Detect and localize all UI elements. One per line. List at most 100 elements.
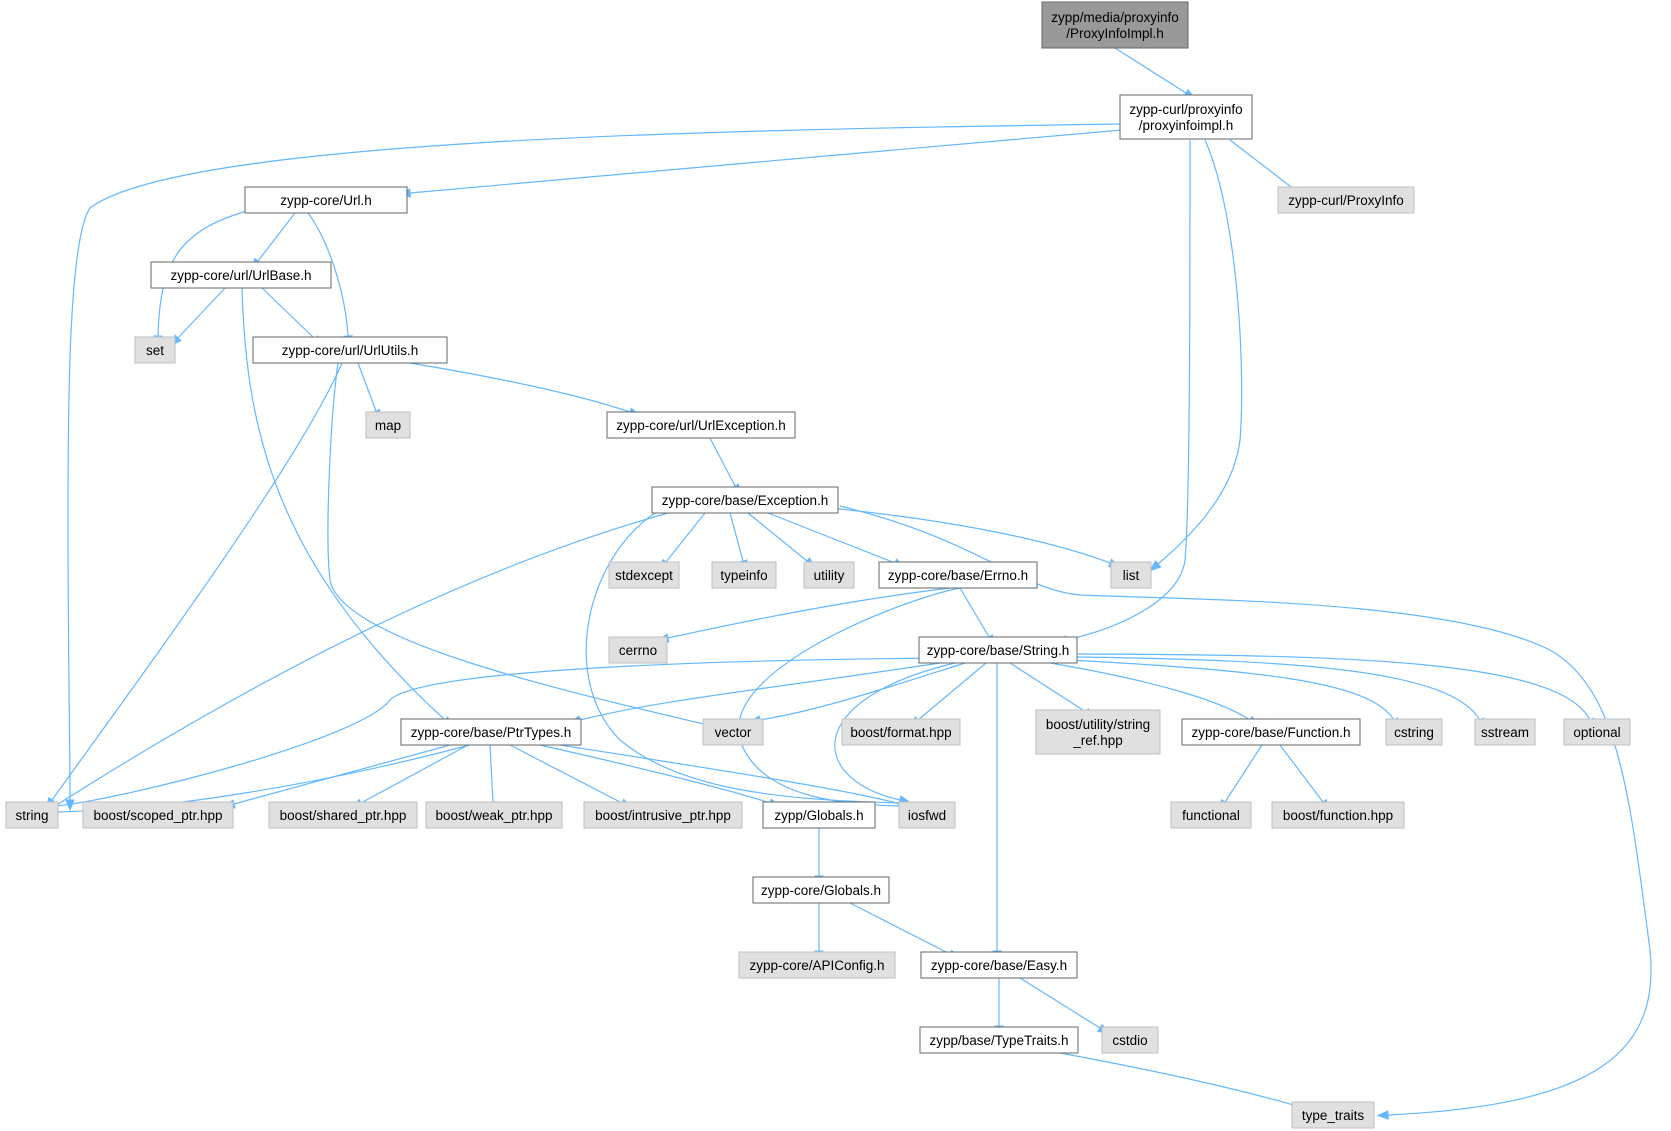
edge-errno_h-to-cerrno [656,587,951,643]
node-label: type_traits [1302,1108,1365,1123]
node-box [651,486,839,514]
node-box [711,561,777,589]
node-box [878,561,1038,589]
node-box [150,261,332,289]
node-label: zypp-core/base/Errno.h [888,568,1028,583]
node-label: typeinfo [720,568,767,583]
node-box [268,801,418,829]
edge-exception_h-to-type_traits [839,505,1652,1120]
node-core_globals_h[interactable]: zypp-core/Globals.h [752,876,890,904]
node-box [1119,94,1253,140]
node-box [918,636,1078,664]
edge-line [747,512,808,562]
node-label: iosfwd [908,808,946,823]
node-label: cstring [1394,725,1434,740]
edge-line [1114,47,1187,94]
node-boost_string_ref: boost/utility/string_ref.hpp [1035,709,1161,755]
edge-line [829,507,1111,564]
node-label: zypp-core/base/Exception.h [662,493,829,508]
node-functional: functional [1170,801,1252,829]
edge-line [257,212,296,262]
node-exception_h[interactable]: zypp-core/base/Exception.h [651,486,839,514]
node-boost_format: boost/format.hpp [841,718,961,746]
node-label: boost/intrusive_ptr.hpp [595,808,731,823]
node-box [1291,1101,1375,1129]
node-string_h[interactable]: zypp-core/base/String.h [918,636,1078,664]
node-type_traits: type_traits [1291,1101,1375,1129]
node-easy_h[interactable]: zypp-core/base/Easy.h [920,951,1078,979]
node-zypp_globals_h[interactable]: zypp/Globals.h [762,801,876,829]
node-box [803,561,855,589]
node-label: zypp/media/proxyinfo [1051,10,1179,25]
node-stdexcept: stdexcept [608,561,680,589]
node-box [365,411,411,439]
node-cstring: cstring [1385,718,1443,746]
node-label: zypp-core/base/Easy.h [931,958,1067,973]
node-box [920,951,1078,979]
node-label: zypp-core/base/PtrTypes.h [411,725,572,740]
node-label: boost/shared_ptr.hpp [280,808,407,823]
node-errno_h[interactable]: zypp-core/base/Errno.h [878,561,1038,589]
edge-urlutils_h-to-string [45,362,343,810]
edge-line [759,662,966,721]
edge-proxyinfoimpl-to-list [1149,139,1243,572]
edge-line [585,512,903,804]
edge-string_h-to-ptrtypes_h [569,662,941,725]
node-typeinfo: typeinfo [711,561,777,589]
node-urlexception_h[interactable]: zypp-core/url/UrlException.h [606,411,796,439]
edge-exception_h-to-stdexcept [658,512,706,571]
node-label: utility [814,568,845,583]
nodes: zypp/media/proxyinfo/ProxyInfoImpl.hzypp… [5,1,1631,1129]
node-label: boost/format.hpp [850,725,951,740]
node-box [608,636,668,664]
node-typetraits_h[interactable]: zypp/base/TypeTraits.h [919,1026,1079,1054]
node-proxyinfoimpl[interactable]: zypp-curl/proxyinfo/proxyinfoimpl.h [1119,94,1253,140]
node-box [82,801,234,829]
node-label: zypp/base/TypeTraits.h [929,1033,1068,1048]
node-urlutils_h[interactable]: zypp-core/url/UrlUtils.h [252,336,448,364]
arrowhead-icon [1376,1110,1389,1120]
edge-line [729,512,744,562]
arrowhead-icon [1149,560,1162,572]
node-map: map [365,411,411,439]
node-label: sstream [1481,725,1529,740]
node-box [1563,718,1631,746]
edge-root-to-proxyinfoimpl [1114,47,1196,100]
node-root[interactable]: zypp/media/proxyinfo/ProxyInfoImpl.h [1041,1,1189,49]
edge-line [67,123,1123,801]
node-url_h[interactable]: zypp-core/Url.h [244,186,408,214]
node-urlbase_h[interactable]: zypp-core/url/UrlBase.h [150,261,332,289]
edge-line [409,129,1123,194]
node-ptrtypes_h[interactable]: zypp-core/base/PtrTypes.h [400,718,582,746]
edge-line [1059,1052,1301,1108]
edge-line [1279,744,1324,803]
edge-line [1229,139,1296,191]
node-label: zypp/Globals.h [774,808,863,823]
node-apiconfig_h: zypp-core/APIConfig.h [738,951,896,979]
node-label: list [1123,568,1140,583]
edge-exception_h-to-list [829,507,1121,568]
node-vector: vector [702,718,764,746]
node-optional: optional [1563,718,1631,746]
node-cerrno: cerrno [608,636,668,664]
edge-urlexception_h-to-exception_h [709,437,741,497]
node-box [1035,709,1161,755]
node-sstream: sstream [1474,718,1536,746]
edge-line [917,662,987,721]
edge-line [51,362,343,801]
node-label: functional [1182,808,1240,823]
edge-line [307,212,349,337]
edge-line [157,209,251,337]
edge-url_h-to-urlbase_h [251,212,296,270]
node-label: map [375,418,401,433]
edge-line [51,512,669,809]
edge-line [360,744,469,804]
edge-line [1224,744,1263,803]
node-function_h[interactable]: zypp-core/base/Function.h [1181,718,1361,746]
edge-typetraits_h-to-type_traits [1059,1052,1311,1112]
node-box [244,186,408,214]
edge-line [509,744,623,804]
edge-line [241,287,446,721]
edge-line [709,437,736,487]
